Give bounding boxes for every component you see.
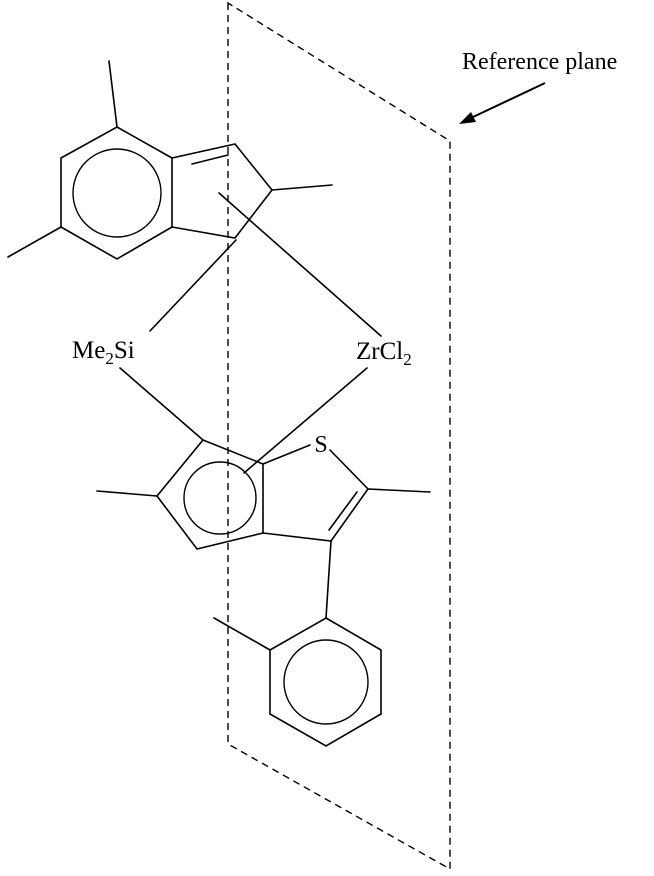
thienyl-ligand: S bbox=[96, 432, 431, 550]
thiophene-ring bbox=[262, 444, 370, 542]
methyl-bond bbox=[96, 490, 158, 497]
reference-plane-label: Reference plane bbox=[462, 49, 617, 75]
silyl-bridge-label: Me2Si bbox=[72, 337, 135, 368]
aryl-substituent bbox=[213, 540, 382, 747]
phenyl-ring bbox=[269, 617, 382, 747]
zr-indenyl-bond bbox=[218, 192, 382, 337]
cyclopentadienyl-ring bbox=[155, 439, 264, 550]
reference-plane-outline bbox=[227, 1, 451, 871]
indenyl-ligand bbox=[7, 60, 333, 260]
arrow-shaft bbox=[472, 82, 546, 118]
reference-plane-callout: Reference plane bbox=[459, 49, 617, 124]
aromatic-circle bbox=[72, 148, 162, 238]
methyl-bond bbox=[213, 617, 271, 651]
aromatic-circle bbox=[183, 461, 257, 535]
aromatic-circle bbox=[283, 639, 369, 725]
arrow-head-icon bbox=[459, 112, 476, 124]
si-thienyl-bond bbox=[119, 367, 204, 441]
methyl-bond bbox=[271, 184, 333, 191]
methyl-bond bbox=[7, 226, 62, 258]
si-indenyl-bond bbox=[149, 239, 237, 332]
double-bond bbox=[191, 154, 229, 165]
aryl-link-bond bbox=[325, 540, 332, 619]
reference-plane bbox=[227, 1, 451, 871]
benzene-ring bbox=[60, 126, 173, 260]
double-bond bbox=[328, 491, 358, 531]
metal-fragment-label: ZrCl2 bbox=[356, 338, 412, 369]
bridge-and-metal: Me2Si ZrCl2 bbox=[72, 192, 412, 474]
methyl-bond bbox=[108, 60, 118, 128]
sulfur-atom-label: S bbox=[314, 432, 327, 458]
zr-thienyl-bond bbox=[243, 367, 368, 474]
methyl-bond bbox=[367, 488, 431, 493]
cyclopentadienyl-ring bbox=[171, 143, 274, 239]
